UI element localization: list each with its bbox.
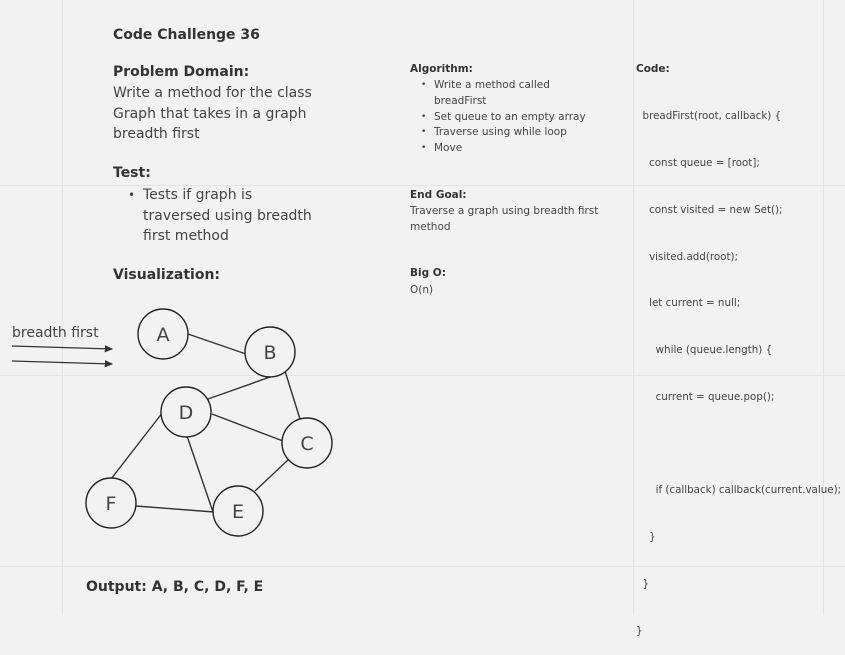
node-d-label: D bbox=[179, 402, 194, 424]
algorithm-list: Write a method called breadFirst Set que… bbox=[421, 78, 601, 157]
edge-b-d bbox=[207, 376, 271, 400]
grid-line bbox=[62, 0, 63, 615]
graph-visualization: A B C D E F bbox=[11, 308, 333, 537]
code-line: if (callback) callback(current.value); bbox=[636, 484, 842, 497]
code-line: } bbox=[636, 578, 650, 590]
problem-domain-text: Write a method for the class Graph that … bbox=[113, 83, 312, 145]
problem-domain-line: Graph that takes in a graph bbox=[113, 105, 307, 122]
code-line: current = queue.pop(); bbox=[636, 390, 775, 403]
algorithm-item: Traverse using while loop bbox=[421, 125, 601, 141]
algorithm-item: Move bbox=[421, 141, 601, 157]
arrow-line bbox=[11, 345, 114, 353]
problem-domain-line: Write a method for the class bbox=[113, 85, 312, 101]
edge-f-e bbox=[135, 505, 215, 513]
edge-d-c bbox=[211, 413, 284, 442]
end-goal-heading: End Goal: bbox=[410, 189, 467, 201]
problem-domain-heading: Problem Domain: bbox=[113, 64, 250, 80]
test-heading: Test: bbox=[113, 165, 151, 181]
algorithm-item: Set queue to an empty array bbox=[421, 110, 601, 126]
output-text: Output: A, B, C, D, F, E bbox=[86, 579, 264, 595]
grid-line bbox=[823, 0, 824, 615]
code-line: visited.add(root); bbox=[636, 250, 738, 263]
edge-d-f bbox=[110, 411, 164, 480]
edge-c-e bbox=[254, 458, 290, 492]
edge-a-b bbox=[187, 333, 247, 355]
page-title: Code Challenge 36 bbox=[113, 27, 260, 43]
edge-b-c bbox=[284, 370, 301, 420]
grid-line bbox=[0, 185, 845, 186]
node-e-label: E bbox=[232, 501, 244, 523]
end-goal-text: Traverse a graph using breadth first met… bbox=[410, 205, 599, 233]
code-line: } bbox=[636, 531, 656, 544]
node-b-label: B bbox=[263, 342, 276, 364]
grid-line bbox=[0, 375, 845, 376]
test-item: Tests if graph is traversed using breadt… bbox=[128, 185, 313, 247]
grid-line bbox=[633, 0, 634, 615]
problem-domain-line: breadth first bbox=[113, 126, 200, 142]
code-line: const visited = new Set(); bbox=[636, 203, 783, 216]
node-f-label: F bbox=[106, 493, 117, 515]
node-a-label: A bbox=[157, 324, 170, 346]
node-c-label: C bbox=[300, 433, 313, 455]
grid-line bbox=[0, 566, 845, 567]
code-line bbox=[636, 437, 841, 453]
arrow-line bbox=[11, 360, 114, 368]
algorithm-item: Write a method called breadFirst bbox=[421, 78, 601, 110]
big-o-text: O(n) bbox=[410, 284, 434, 296]
code-line: let current = null; bbox=[636, 297, 741, 310]
big-o-heading: Big O: bbox=[410, 267, 446, 279]
node-d: D bbox=[160, 386, 212, 438]
node-c: C bbox=[281, 417, 333, 469]
breadth-first-label: breadth first bbox=[12, 325, 99, 341]
code-block: breadFirst(root, callback) { const queue… bbox=[636, 78, 841, 655]
code-line: } bbox=[636, 624, 643, 637]
algorithm-heading: Algorithm: bbox=[410, 63, 473, 75]
test-list: Tests if graph is traversed using breadt… bbox=[128, 185, 313, 247]
code-line: const queue = [root]; bbox=[636, 156, 760, 169]
code-line: while (queue.length) { bbox=[636, 344, 773, 357]
code-line: breadFirst(root, callback) { bbox=[636, 110, 782, 123]
node-a: A bbox=[137, 308, 189, 360]
node-e: E bbox=[212, 485, 264, 537]
node-f: F bbox=[85, 477, 137, 529]
visualization-heading: Visualization: bbox=[113, 267, 221, 283]
node-b: B bbox=[244, 326, 296, 378]
edge-d-e bbox=[186, 435, 214, 513]
code-heading: Code: bbox=[636, 63, 670, 75]
